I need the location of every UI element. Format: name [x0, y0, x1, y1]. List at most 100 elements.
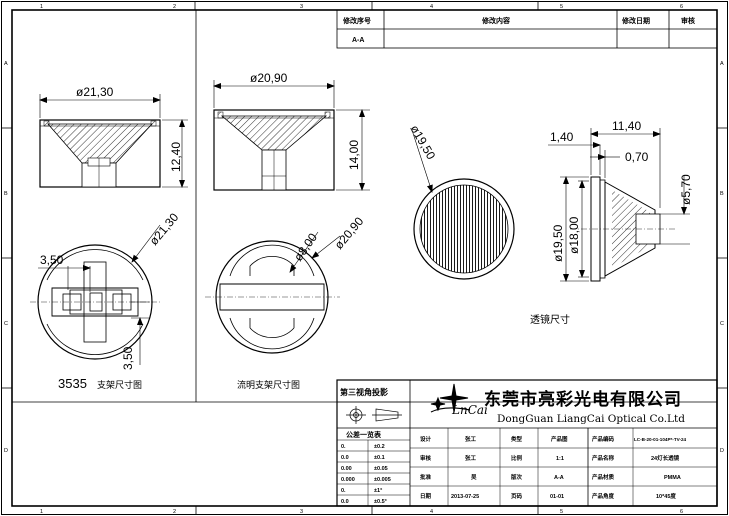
- lens-side-dimensions: [548, 128, 690, 282]
- zone-row-a: A: [4, 61, 8, 67]
- product-material-value: PMMA: [664, 475, 681, 481]
- zone-row-b: B: [4, 191, 8, 197]
- tolerance-value: ±0.05: [374, 466, 388, 472]
- tolerance-value: ±0.005: [374, 477, 391, 483]
- holder-3535-width-dimension: [39, 94, 161, 118]
- holder-3535-offset-v-label: 3,50: [121, 346, 135, 370]
- tolerance-title: 公差一览表: [346, 430, 382, 439]
- holder-3535-section-view: [39, 119, 161, 188]
- holder-3535-diameter-dimension: [131, 224, 161, 263]
- company-logo-text: LnCai: [451, 403, 488, 417]
- clear-holder-diameter-dimension: [311, 235, 341, 259]
- clear-holder-height-label: 14,00: [347, 140, 361, 170]
- clear-holder-height-dimension: [336, 109, 370, 191]
- holder-3535-top-view: [30, 244, 160, 360]
- info-label-designer: 设计: [420, 435, 432, 443]
- info-value-type: 产品图: [551, 435, 568, 443]
- tolerance-precision: 0.: [341, 444, 346, 450]
- tolerance-precision: 0.0: [341, 499, 349, 505]
- revision-row-no: A-A: [352, 37, 364, 44]
- info-value-page: 01-01: [550, 494, 564, 500]
- clear-holder-diameter-label: ø20,90: [332, 214, 367, 252]
- holder-3535-offset-h-dimension: [38, 265, 91, 292]
- zone-row-d: D: [4, 448, 8, 454]
- tolerance-precision: 0.00: [341, 466, 352, 472]
- info-value-designer: 张工: [465, 435, 477, 443]
- clear-holder-hole-dimension: [289, 231, 319, 273]
- projection-symbol-icon: [346, 406, 402, 424]
- projection-label: 第三视角投影: [340, 387, 388, 397]
- tolerance-precision: 0.: [341, 488, 346, 494]
- zone-row-a-right: A: [720, 61, 724, 67]
- tolerance-value: ±1°: [374, 488, 382, 494]
- clear-holder-top-view: [205, 240, 340, 354]
- info-value-date: 2013-07-25: [451, 494, 479, 500]
- company-logo-icon: [430, 383, 471, 413]
- zone-row-c-right: C: [720, 321, 724, 327]
- lens-front-view: [413, 178, 515, 280]
- holder-3535-width-label: ø21,30: [76, 85, 114, 99]
- holder-3535-height-label: 12,40: [169, 142, 183, 172]
- info-label-date: 日期: [420, 492, 432, 500]
- title-block-frame: [12, 379, 718, 507]
- info-value-reviewer: 张工: [465, 454, 477, 462]
- zone-col-5-bottom: 5: [560, 509, 563, 515]
- holder-3535-caption: 支架尺寸图: [97, 379, 142, 391]
- zone-col-4: 4: [430, 4, 433, 10]
- info-label-approver: 批准: [420, 473, 432, 481]
- zone-col-4-bottom: 4: [430, 509, 433, 515]
- info-value-approver: 吴: [471, 473, 477, 481]
- product-angle-value: 10*45度: [656, 492, 676, 500]
- lens-side-inner-label: ø18,00: [567, 216, 581, 254]
- tolerance-precision: 0.0: [341, 455, 349, 461]
- zone-col-6-bottom: 6: [680, 509, 683, 515]
- lens-front-diameter-dimension: [411, 129, 433, 193]
- product-code-value: LC-B-20-01-104P*-TV-24: [634, 437, 687, 442]
- zone-col-6: 6: [680, 4, 683, 10]
- product-name-label: 产品名称: [592, 454, 615, 462]
- info-value-version: A-A: [554, 475, 564, 481]
- revision-header-date: 修改日期: [621, 16, 650, 25]
- info-label-type: 类型: [511, 435, 523, 443]
- tolerance-precision: 0.000: [341, 477, 355, 483]
- holder-3535-diameter-label: ø21,30: [147, 210, 182, 248]
- info-label-page: 页码: [511, 492, 523, 500]
- lens-front-diameter-label: ø19,50: [407, 123, 438, 163]
- lens-side-tip-label: ø5,70: [679, 174, 693, 205]
- info-label-version: 版次: [510, 473, 523, 481]
- info-value-scale: 1:1: [556, 456, 564, 462]
- lens-side-view: [570, 176, 675, 282]
- zone-col-5: 5: [560, 4, 563, 10]
- tolerance-value: ±0.2: [374, 444, 385, 450]
- revision-header-content: 修改内容: [481, 16, 510, 25]
- zone-row-b-right: B: [720, 191, 724, 197]
- holder-3535-height-dimension: [162, 119, 188, 188]
- revision-header-no: 修改序号: [342, 16, 371, 25]
- revision-header-review: 审核: [681, 16, 695, 25]
- zone-col-2-bottom: 2: [173, 509, 176, 515]
- holder-3535-offset-h-label: 3,50: [40, 253, 64, 267]
- product-code-label: 产品编码: [592, 435, 615, 443]
- zone-col-3: 3: [300, 4, 303, 10]
- zone-row-c: C: [4, 321, 8, 327]
- holder-3535-caption-number: 3535: [58, 376, 87, 391]
- product-name-value: 24灯长透镜: [651, 454, 680, 462]
- product-angle-label: 产品角度: [592, 492, 615, 500]
- lens-side-step-label: 0,70: [625, 150, 649, 164]
- tolerance-value: ±0.1: [374, 455, 385, 461]
- zone-row-d-right: D: [720, 448, 724, 454]
- zone-col-3-bottom: 3: [300, 509, 303, 515]
- tolerance-value: ±0.5°: [374, 499, 387, 505]
- lens-side-top-label: 11,40: [612, 119, 641, 133]
- holder-3535-offset-v-dimension: [131, 301, 150, 365]
- clear-holder-width-dimension: [213, 80, 335, 108]
- zone-col-1-bottom: 1: [40, 509, 43, 515]
- zone-col-2: 2: [173, 4, 176, 10]
- product-material-label: 产品材质: [592, 473, 615, 481]
- lens-side-outer-label: ø19,50: [551, 224, 565, 262]
- lens-side-left-label: 1,40: [550, 130, 574, 144]
- clear-holder-caption: 流明支架尺寸图: [237, 379, 300, 391]
- clear-holder-section-view: [213, 109, 335, 191]
- info-label-reviewer: 审核: [420, 454, 432, 462]
- revision-table: [336, 9, 718, 49]
